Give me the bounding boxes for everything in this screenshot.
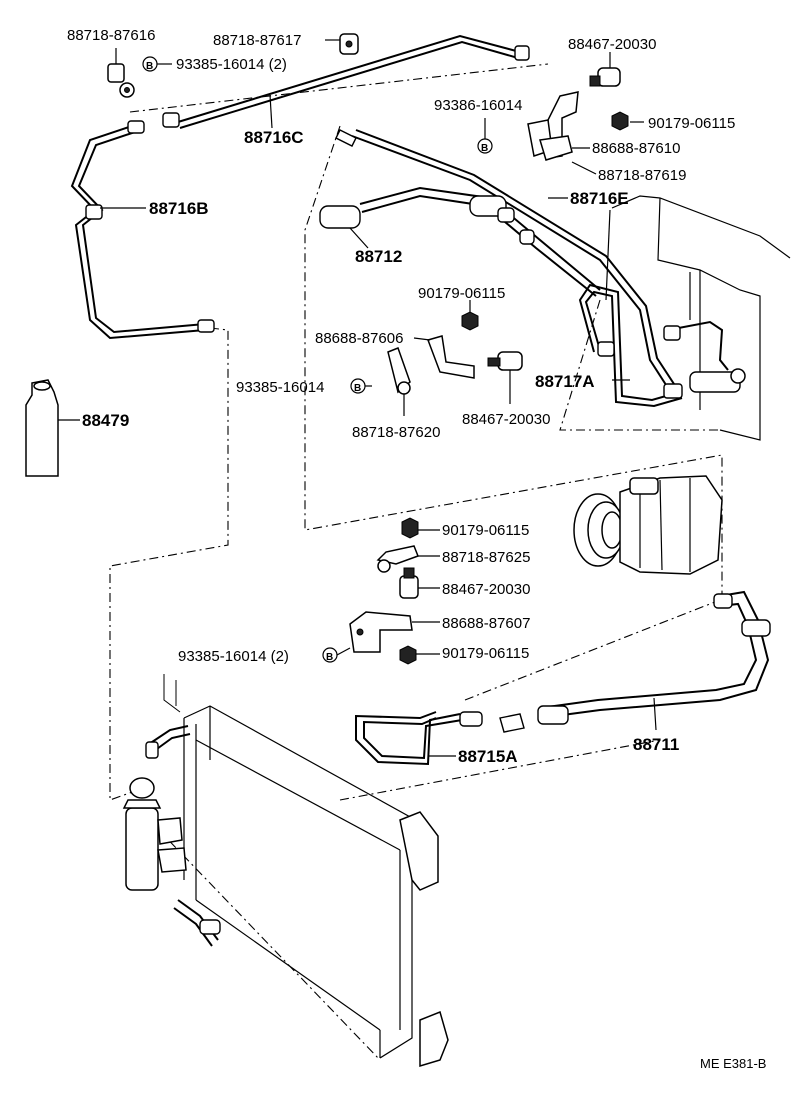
condenser [145, 674, 449, 1068]
label-88467-20030-top: 88467-20030 [568, 36, 656, 53]
label-88717A: 88717A [535, 372, 595, 391]
bracket-88688-87610 [527, 91, 590, 161]
bracket-88688-87607 [349, 611, 440, 653]
label-88711: 88711 [633, 735, 679, 754]
label-88479: 88479 [82, 411, 129, 430]
label-88716C: 88716C [244, 128, 304, 147]
bolt-symbol-low: B [322, 647, 351, 663]
nut-90179-06115-bottom [399, 645, 440, 665]
pipe-88717A [578, 283, 683, 408]
label-88688-87610: 88688-87610 [592, 140, 680, 157]
label-88712: 88712 [355, 247, 402, 266]
clip-88718-87616 [107, 48, 135, 98]
clip-88718-87619 [571, 161, 597, 175]
label-88718-87620: 88718-87620 [352, 424, 440, 441]
label-90179-06115-low: 90179-06115 [442, 522, 529, 539]
nut-90179-06115-top [611, 111, 644, 131]
pipe-88712 [319, 186, 601, 297]
pipe-88716B [70, 120, 215, 340]
receiver-cover-88479 [25, 379, 80, 477]
label-90179-06115-top: 90179-06115 [648, 115, 735, 132]
pipe-88715A [355, 711, 483, 766]
label-90179-06115-mid: 90179-06115 [418, 285, 505, 302]
nut-90179-06115-mid [461, 300, 479, 331]
pipe-88716E [335, 129, 675, 389]
clip-88718-87620 [387, 347, 411, 416]
label-93385-16014-mid: 93385-16014 [236, 379, 324, 396]
label-90179-06115-bottom: 90179-06115 [442, 645, 529, 662]
pressure-switch-low [399, 567, 440, 599]
bracket-88688-87606 [413, 335, 475, 379]
bolt-symbol-mid: B [350, 378, 372, 394]
label-88718-87617: 88718-87617 [213, 32, 301, 49]
svg-text:B: B [481, 143, 488, 154]
label-88715A: 88715A [458, 747, 518, 766]
bolt-symbol-top: B [142, 56, 172, 72]
label-93386-16014: 93386-16014 [434, 97, 522, 114]
pressure-switch-mid [487, 351, 523, 404]
label-88718-87616: 88718-87616 [67, 27, 155, 44]
label-88688-87606: 88688-87606 [315, 330, 403, 347]
nut-90179-06115-low [401, 517, 440, 539]
bolt-symbol-93386: B [477, 118, 493, 154]
evaporator-housing [605, 195, 791, 441]
label-93385-16014-2-top: 93385-16014 (2) [176, 56, 287, 73]
clip-88718-87617 [325, 33, 359, 55]
diagram-code: ME E381-B [700, 1056, 766, 1071]
label-88467-20030-mid: 88467-20030 [462, 411, 550, 428]
label-88467-20030-low: 88467-20030 [442, 581, 530, 598]
receiver-drier [122, 777, 187, 891]
label-88718-87625: 88718-87625 [442, 549, 530, 566]
svg-text:B: B [146, 61, 153, 72]
label-88716B: 88716B [149, 199, 209, 218]
clip-88718-87625 [376, 545, 440, 573]
compressor [573, 475, 723, 575]
svg-text:B: B [354, 383, 361, 394]
label-88718-87619: 88718-87619 [598, 167, 686, 184]
pipe-88716C [162, 34, 530, 129]
label-88716E: 88716E [570, 189, 629, 208]
label-93385-16014-2-low: 93385-16014 (2) [178, 648, 289, 665]
svg-text:B: B [326, 652, 333, 663]
label-88688-87607: 88688-87607 [442, 615, 530, 632]
pipe-88711 [499, 590, 771, 733]
pressure-switch-top [589, 52, 621, 87]
